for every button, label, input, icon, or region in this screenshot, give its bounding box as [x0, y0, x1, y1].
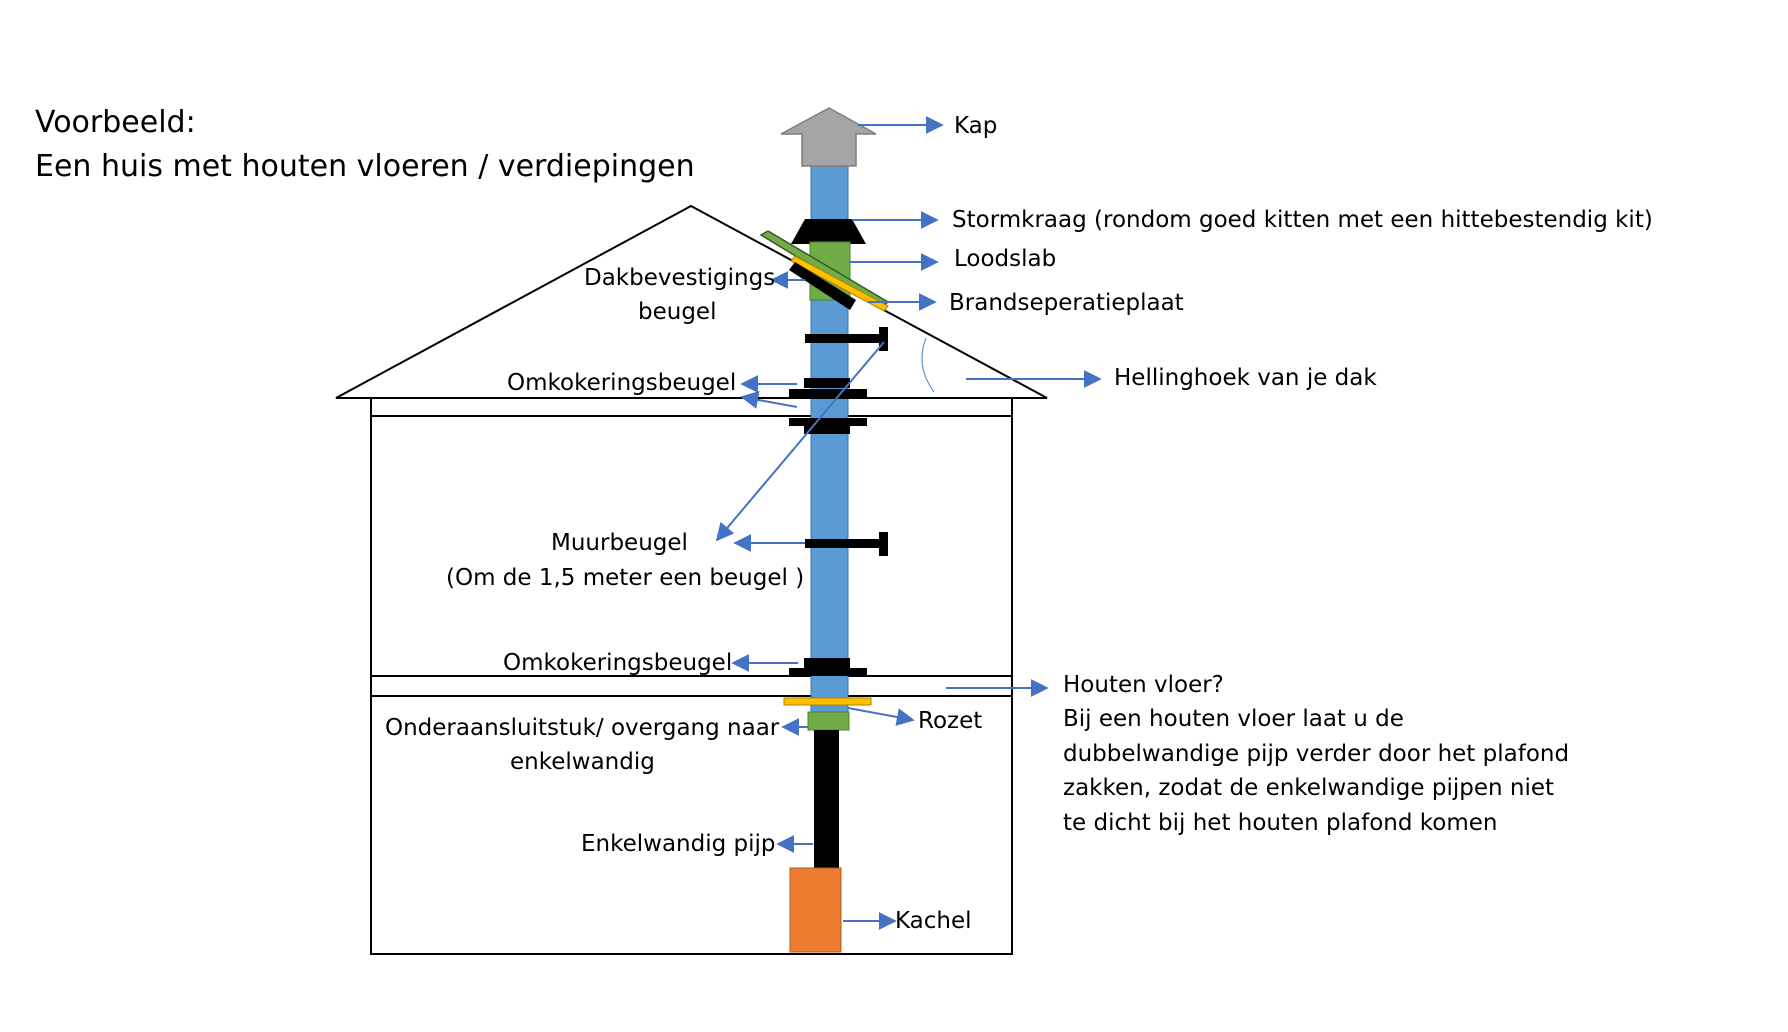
wall-bracket-middle: [805, 539, 883, 548]
label-omkokering-top: Omkokeringsbeugel: [507, 370, 736, 396]
fire-separation-plate: [790, 255, 889, 312]
wall-bracket-upper: [805, 334, 882, 343]
label-dakbevestiging-2: beugel: [638, 299, 716, 325]
enclosure-bracket-4: [804, 426, 850, 434]
label-hellinghoek: Hellinghoek van je dak: [1114, 365, 1377, 391]
label-enkelwandig: Enkelwandig pijp: [581, 831, 776, 857]
single-wall-pipe: [814, 730, 839, 870]
enclosure-bracket-1: [804, 378, 850, 388]
labels: Kap Stormkraag (rondom goed kitten met e…: [385, 113, 1653, 934]
label-omkokering-bottom: Omkokeringsbeugel: [503, 650, 732, 676]
wooden-floor: [370, 675, 1013, 697]
label-kachel: Kachel: [895, 908, 972, 934]
label-muurbeugel-1: Muurbeugel: [551, 530, 688, 556]
label-arrows: [715, 116, 1102, 930]
label-loodslab: Loodslab: [954, 246, 1056, 272]
note-line2: Bij een houten vloer laat u de: [1063, 706, 1404, 732]
label-stormkraag: Stormkraag (rondom goed kitten met een h…: [952, 207, 1653, 233]
note-line1: Houten vloer?: [1063, 672, 1224, 698]
title-line1: Voorbeeld:: [35, 105, 196, 140]
label-brandseperatieplaat: Brandseperatieplaat: [949, 290, 1184, 316]
title-line2: Een huis met houten vloeren / verdieping…: [35, 149, 695, 184]
enclosure-bracket-2: [789, 389, 867, 399]
bottom-adapter: [807, 711, 850, 731]
enclosure-bracket-3: [789, 418, 867, 426]
attic-floor: [370, 397, 1013, 417]
rosette: [783, 697, 872, 706]
arrow-omkokering-top-2: [740, 391, 798, 409]
note-line4: zakken, zodat de enkelwandige pijpen nie…: [1063, 775, 1554, 801]
arrow-rozet: [847, 707, 915, 726]
label-onderaansluit-1: Onderaansluitstuk/ overgang naar: [385, 715, 780, 741]
note-line5: te dicht bij het houten plafond komen: [1063, 810, 1498, 836]
roof-mount-bracket: [789, 262, 856, 310]
house: [335, 204, 1048, 955]
label-kap: Kap: [954, 113, 997, 139]
cap-hood: [780, 107, 877, 167]
label-onderaansluit-2: enkelwandig: [510, 749, 655, 775]
stove: [789, 867, 842, 953]
roof-angle-arc-left: [824, 349, 830, 379]
label-dakbevestiging-1: Dakbevestigings: [584, 265, 775, 291]
storm-collar: [791, 219, 866, 244]
pipe-assembly: [759, 107, 890, 953]
enclosure-bracket-5: [804, 658, 850, 668]
wooden-floor-note: Houten vloer? Bij een houten vloer laat …: [1063, 672, 1569, 836]
arrow-muurbeugel-diagonal: [715, 341, 885, 542]
enclosure-bracket-6: [789, 668, 867, 676]
wall-bracket-upper-end: [879, 327, 888, 351]
roof-angle-arc-right: [921, 337, 935, 393]
label-muurbeugel-2: (Om de 1,5 meter een beugel ): [446, 565, 804, 591]
label-rozet: Rozet: [918, 708, 982, 734]
note-line3: dubbelwandige pijp verder door het plafo…: [1063, 741, 1569, 767]
wall-bracket-middle-end: [879, 532, 888, 556]
